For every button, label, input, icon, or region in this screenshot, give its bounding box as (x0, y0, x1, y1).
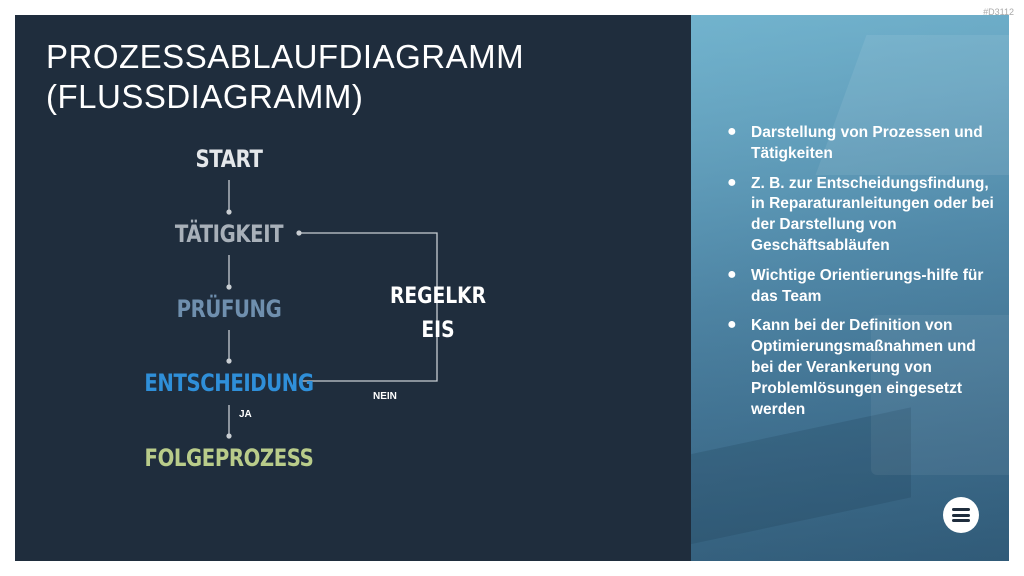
bullet-dot-icon: ● (727, 175, 737, 191)
bullet-dot-icon: ● (727, 124, 737, 140)
bullet-dot-icon: ● (727, 267, 737, 283)
bullet-text: Z. B. zur Entscheidungsfindung, in Repar… (751, 175, 994, 254)
node-entscheidung: ENTSCHEIDUNG (144, 369, 313, 397)
bullet-dot-icon: ● (727, 317, 737, 333)
connector-dot (226, 433, 231, 438)
connector-dot (226, 358, 231, 363)
slide: PROZESSABLAUFDIAGRAMM (FLUSSDIAGRAMM) ST… (15, 15, 1009, 561)
node-taetigkeit: TÄTIGKEIT (175, 220, 283, 248)
connector-dot (226, 284, 231, 289)
bullet-text: Darstellung von Prozessen und Tätigkeite… (751, 124, 983, 162)
feedback-loop-end-dot (296, 230, 301, 235)
menu-button[interactable] (943, 497, 979, 533)
node-start: START (196, 145, 263, 173)
node-folgeprozess: FOLGEPROZESS (145, 444, 314, 472)
edge-label-ja: JA (239, 409, 252, 420)
flow-connectors (15, 15, 691, 561)
bullet-text: Kann bei der Definition von Optimierungs… (751, 317, 976, 417)
bullet-text: Wichtige Orientierungs-hilfe für das Tea… (751, 267, 983, 305)
hamburger-menu-icon (952, 508, 970, 522)
bullet-list: ● Darstellung von Prozessen und Tätigkeit… (727, 123, 997, 429)
loop-label-regelkreis: REGELKREIS (388, 280, 488, 348)
bullet-item: ● Kann bei der Definition von Optimierung… (727, 316, 997, 420)
edge-label-nein: NEIN (373, 391, 397, 402)
info-panel: ● Darstellung von Prozessen und Tätigkeit… (691, 15, 1009, 561)
bullet-item: ● Wichtige Orientierungs-hilfe für das Te… (727, 266, 997, 308)
bullet-item: ● Z. B. zur Entscheidungsfindung, in Repa… (727, 174, 997, 257)
connector-dot (226, 209, 231, 214)
node-pruefung: PRÜFUNG (177, 295, 282, 323)
bullet-item: ● Darstellung von Prozessen und Tätigkeit… (727, 123, 997, 165)
flow-diagram: START TÄTIGKEIT PRÜFUNG ENTSCHEIDUNG FOL… (15, 15, 691, 561)
